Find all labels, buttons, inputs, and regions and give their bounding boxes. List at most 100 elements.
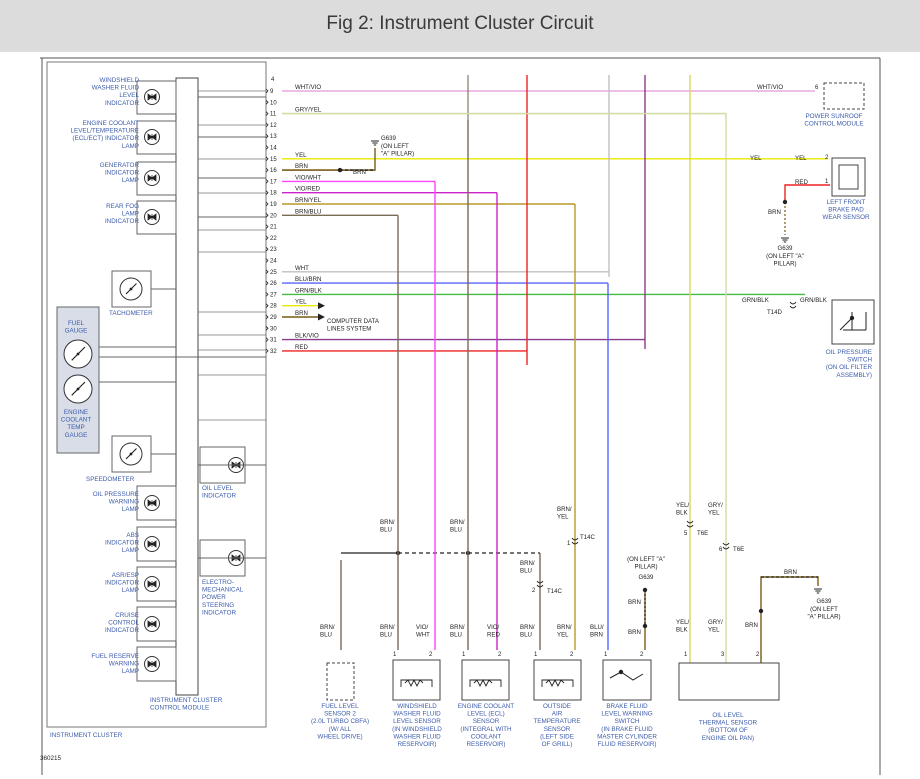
pin-top: 4 (271, 77, 275, 83)
oil-splice (758, 608, 764, 614)
ecl-pin-1: 1 (462, 652, 466, 658)
pin-mark-30 (265, 326, 269, 331)
low-indicator-lamp-4-symbol (147, 660, 157, 668)
brake-pin-2: 2 (640, 652, 644, 658)
wire-label-26: BLU/BRN (295, 276, 321, 283)
pin-19: 19 (270, 202, 277, 208)
oil-level-thermal-sensor (678, 662, 780, 701)
washer-sensor-symbol (400, 678, 433, 688)
pin-mark-15 (265, 156, 269, 162)
oil-pin-3: 3 (721, 652, 725, 658)
outside-brnyel-label: BRN/YEL (557, 506, 572, 520)
brake-g639-splice (642, 587, 648, 593)
brake-pad-sensor (831, 157, 866, 197)
oil-gryyel-label-2: GRY/YEL (708, 619, 723, 633)
pin-30: 30 (270, 326, 277, 332)
pin-16: 16 (270, 168, 277, 174)
pin-22: 22 (270, 236, 277, 242)
pin-mark-25 (265, 269, 269, 275)
wire-label-25: WHT (295, 265, 309, 272)
speedometer-gauge-hub (129, 452, 133, 456)
washer-brnblu-label-2: BRN/BLU (380, 624, 395, 638)
brake-fluid-switch (602, 659, 652, 701)
washer-pin-2: 2 (429, 652, 433, 658)
wire-label-19: BRN/YEL (295, 197, 322, 204)
wire-label-11: GRY/YEL (295, 107, 322, 114)
ecl-brnblu-label-2: BRN/BLU (450, 624, 465, 638)
outside-brnyel-label-2: BRN/YEL (557, 624, 572, 638)
pin-mark-32 (265, 348, 269, 354)
brakepad-wire-label-2: YEL (795, 155, 807, 162)
cluster-label: INSTRUMENT CLUSTER (50, 732, 123, 739)
washer-viowht-label: VIO/WHT (416, 624, 430, 638)
pin-15: 15 (270, 157, 277, 163)
indicator-lamp-1-symbol (147, 133, 157, 141)
wire-label-16: BRN (295, 163, 308, 170)
pin-23: 23 (270, 247, 277, 253)
brake-pad-inner (838, 164, 859, 190)
brakepad-g639-loc: (ON LEFT "A"PILLAR) (766, 253, 804, 267)
t6e-label-1: T6E (697, 530, 708, 537)
oil-brn-label-2: BRN (745, 622, 758, 629)
t14d-label: T14D (767, 309, 783, 316)
control-module-strip (175, 77, 199, 696)
pin-mark-14 (265, 145, 269, 150)
indicator-lamp-0-symbol (147, 93, 157, 101)
indicator-lamp-2-symbol (147, 174, 157, 182)
pin-9: 9 (270, 89, 274, 95)
brakepad-brn-label: BRN (768, 209, 781, 216)
sunroof-wire-label: WHT/VIO (757, 84, 783, 91)
coolant-temp-gauge-hub (76, 387, 80, 391)
brakepad-red (784, 184, 830, 202)
pin-mark-10 (265, 100, 269, 105)
t6e-conn-5 (686, 520, 694, 528)
t14c-conn-2 (536, 580, 544, 588)
t14c-pin-2: 2 (532, 588, 536, 594)
wire-brn-g639 (282, 148, 376, 171)
wire-label-15: YEL (295, 152, 307, 159)
oilpress-wire-label-2: GRN/BLK (800, 297, 827, 304)
oil-pressure-symbol (839, 312, 867, 331)
brake-pin-1: 1 (604, 652, 608, 658)
wire-label-27: GRN/BLK (295, 287, 322, 294)
oilpress-conn (789, 301, 797, 309)
t6e-pin-5: 5 (684, 531, 688, 537)
washer-brnblu-label: BRN/BLU (380, 519, 395, 533)
brake-g639-loc: (ON LEFT "A"PILLAR) (627, 556, 665, 570)
outside-sensor-symbol (541, 678, 574, 688)
oil-pin-1: 1 (684, 652, 688, 658)
wire-label-20: BRN/BLU (295, 208, 321, 215)
data-arrow-28 (318, 302, 325, 310)
t14c-pin-1: 1 (567, 541, 571, 547)
pin-32: 32 (270, 349, 277, 355)
brakepad-pin-2: 2 (825, 155, 829, 161)
pin-21: 21 (270, 225, 277, 231)
wire-label-32: RED (295, 344, 308, 351)
pin-28: 28 (270, 304, 277, 310)
ecl-sensor-symbol (469, 678, 502, 688)
pin-mark-23 (265, 246, 269, 252)
wire-label-18: VIO/RED (295, 186, 321, 193)
pin-mark-9 (265, 88, 269, 94)
g639-top-label: G639 (381, 135, 397, 142)
power-sunroof-module (823, 82, 865, 110)
outside-brnblu-label-2: BRN/BLU (520, 624, 535, 638)
data-arrow-29 (318, 313, 325, 321)
pin-mark-16 (265, 167, 269, 173)
t14c-label-2: T14C (547, 588, 563, 595)
oil-pressure-dot (849, 315, 855, 321)
g639-splice (337, 167, 343, 173)
tachometer-label: TACHOMETER (109, 310, 153, 317)
speedometer-label: SPEEDOMETER (86, 476, 135, 483)
pin-24: 24 (270, 259, 277, 265)
